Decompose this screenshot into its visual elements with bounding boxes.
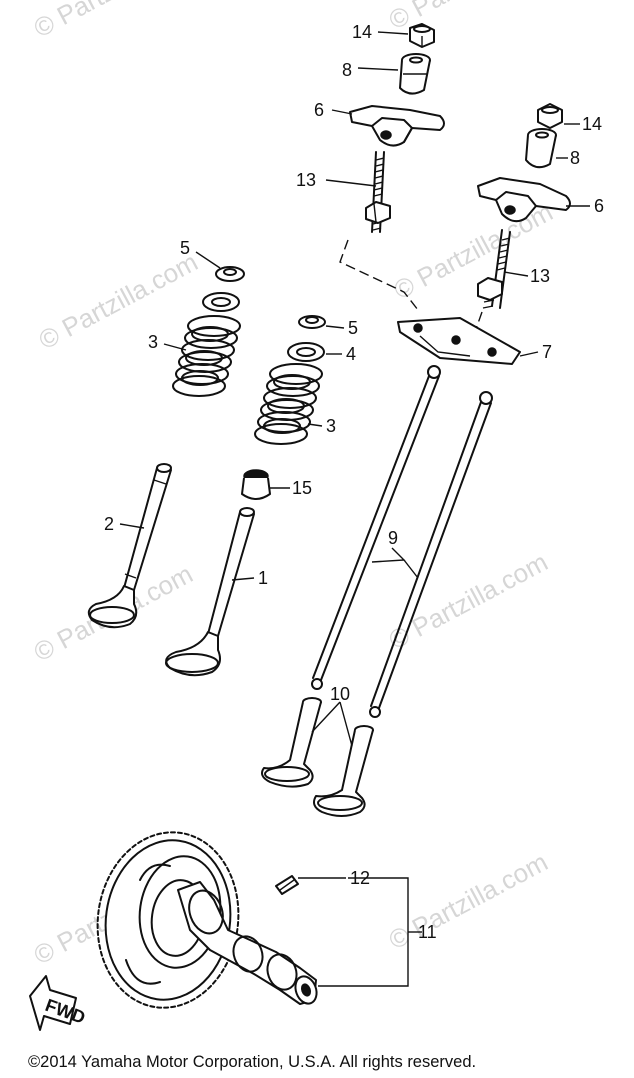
callout-12: 12: [350, 868, 370, 888]
part-7-guide-plate: [397, 317, 521, 365]
callout-7: 7: [542, 342, 552, 362]
callout-13-right: 13: [530, 266, 550, 286]
callout-8-right: 8: [570, 148, 580, 168]
watermark-mid-right: © Partzilla.com: [389, 197, 558, 306]
leader-lines: [119, 31, 590, 987]
fwd-arrow-icon: FWD: [29, 975, 88, 1031]
watermark-top: © Partzilla.com: [29, 0, 198, 43]
callout-5-left: 5: [180, 238, 190, 258]
callout-3-left: 3: [148, 332, 158, 352]
callout-11: 11: [418, 922, 437, 942]
callout-14-right: 14: [582, 114, 602, 134]
callout-15: 15: [292, 478, 312, 498]
part-11-camshaft-gear: [96, 831, 240, 1009]
callouts: 14 8 6 13 14 8 6 13 7 5 3 5 4 3 15 2 1 9…: [104, 22, 604, 942]
part-6-rocker-arm-left: [349, 105, 445, 147]
callout-6-left: 6: [314, 100, 324, 120]
callout-9: 9: [388, 528, 398, 548]
part-5-collet-right: [298, 315, 326, 329]
callout-8-left: 8: [342, 60, 352, 80]
callout-10: 10: [330, 684, 350, 704]
part-13-stud-right: [477, 229, 511, 309]
watermark-bottom-right: © Partzilla.com: [384, 847, 553, 956]
part-6-rocker-arm-right: [477, 177, 571, 223]
part-3-spring-left: [172, 315, 241, 397]
part-13-stud-left: [365, 151, 391, 233]
part-15-valve-seal: [241, 469, 271, 500]
part-8-adjuster-right: [525, 128, 557, 169]
part-8-adjuster-left: [399, 53, 431, 95]
part-4-retainer-left: [202, 292, 240, 312]
callout-4: 4: [346, 344, 356, 364]
part-1-intake-valve: [165, 507, 255, 677]
part-12-pin: [275, 875, 299, 895]
watermark-mid-left: © Partzilla.com: [34, 247, 203, 356]
part-14-nut-left: [409, 23, 435, 48]
callout-1: 1: [258, 568, 268, 588]
part-10-tappets: [261, 697, 374, 817]
callout-2: 2: [104, 514, 114, 534]
part-5-collet-left: [215, 266, 245, 282]
part-14-nut-right: [537, 103, 563, 129]
callout-13-left: 13: [296, 170, 316, 190]
callout-6-right: 6: [594, 196, 604, 216]
part-4-retainer-right: [287, 342, 325, 362]
callout-14-left: 14: [352, 22, 372, 42]
part-3-spring-right: [254, 363, 323, 445]
copyright-notice: ©2014 Yamaha Motor Corporation, U.S.A. A…: [28, 1053, 476, 1071]
part-9-push-rods: [311, 365, 493, 718]
callout-5-right: 5: [348, 318, 358, 338]
part-11-camshaft: [177, 881, 318, 1005]
callout-3-right: 3: [326, 416, 336, 436]
